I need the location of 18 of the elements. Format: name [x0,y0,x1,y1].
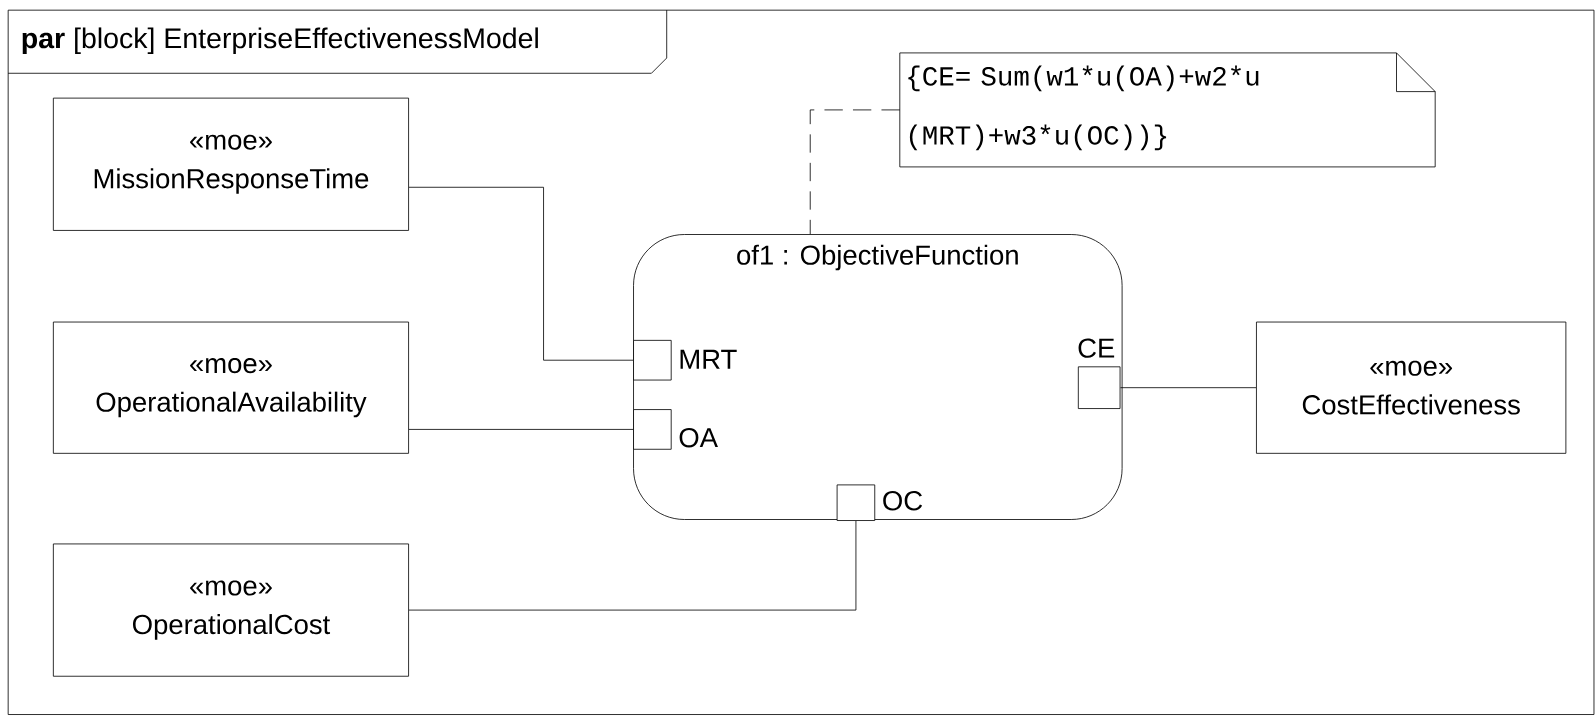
block-box: «moe» MissionResponseTime [52,97,409,232]
connector [408,187,634,361]
block-box: «moe» CostEffectiveness [1256,321,1567,454]
connector [408,520,857,611]
node-label: OC [883,491,923,511]
port: OA [633,409,718,450]
block-box: «moe» OperationalCost [52,543,409,677]
port: CE [1077,338,1121,410]
node-label: OA [679,428,718,448]
connector [408,429,634,431]
note-box: {CE= Sum(w1*u(OA)+w2*u (MRT)+w3*u(OC))} [899,52,1436,168]
block-box: «moe» OperationalAvailability [52,321,409,454]
node-label: CE [1078,338,1115,359]
connector [1120,387,1257,389]
connector [809,109,901,235]
port: OC [836,484,923,522]
node-label: MRT [680,350,737,369]
port: MRT [633,340,737,381]
